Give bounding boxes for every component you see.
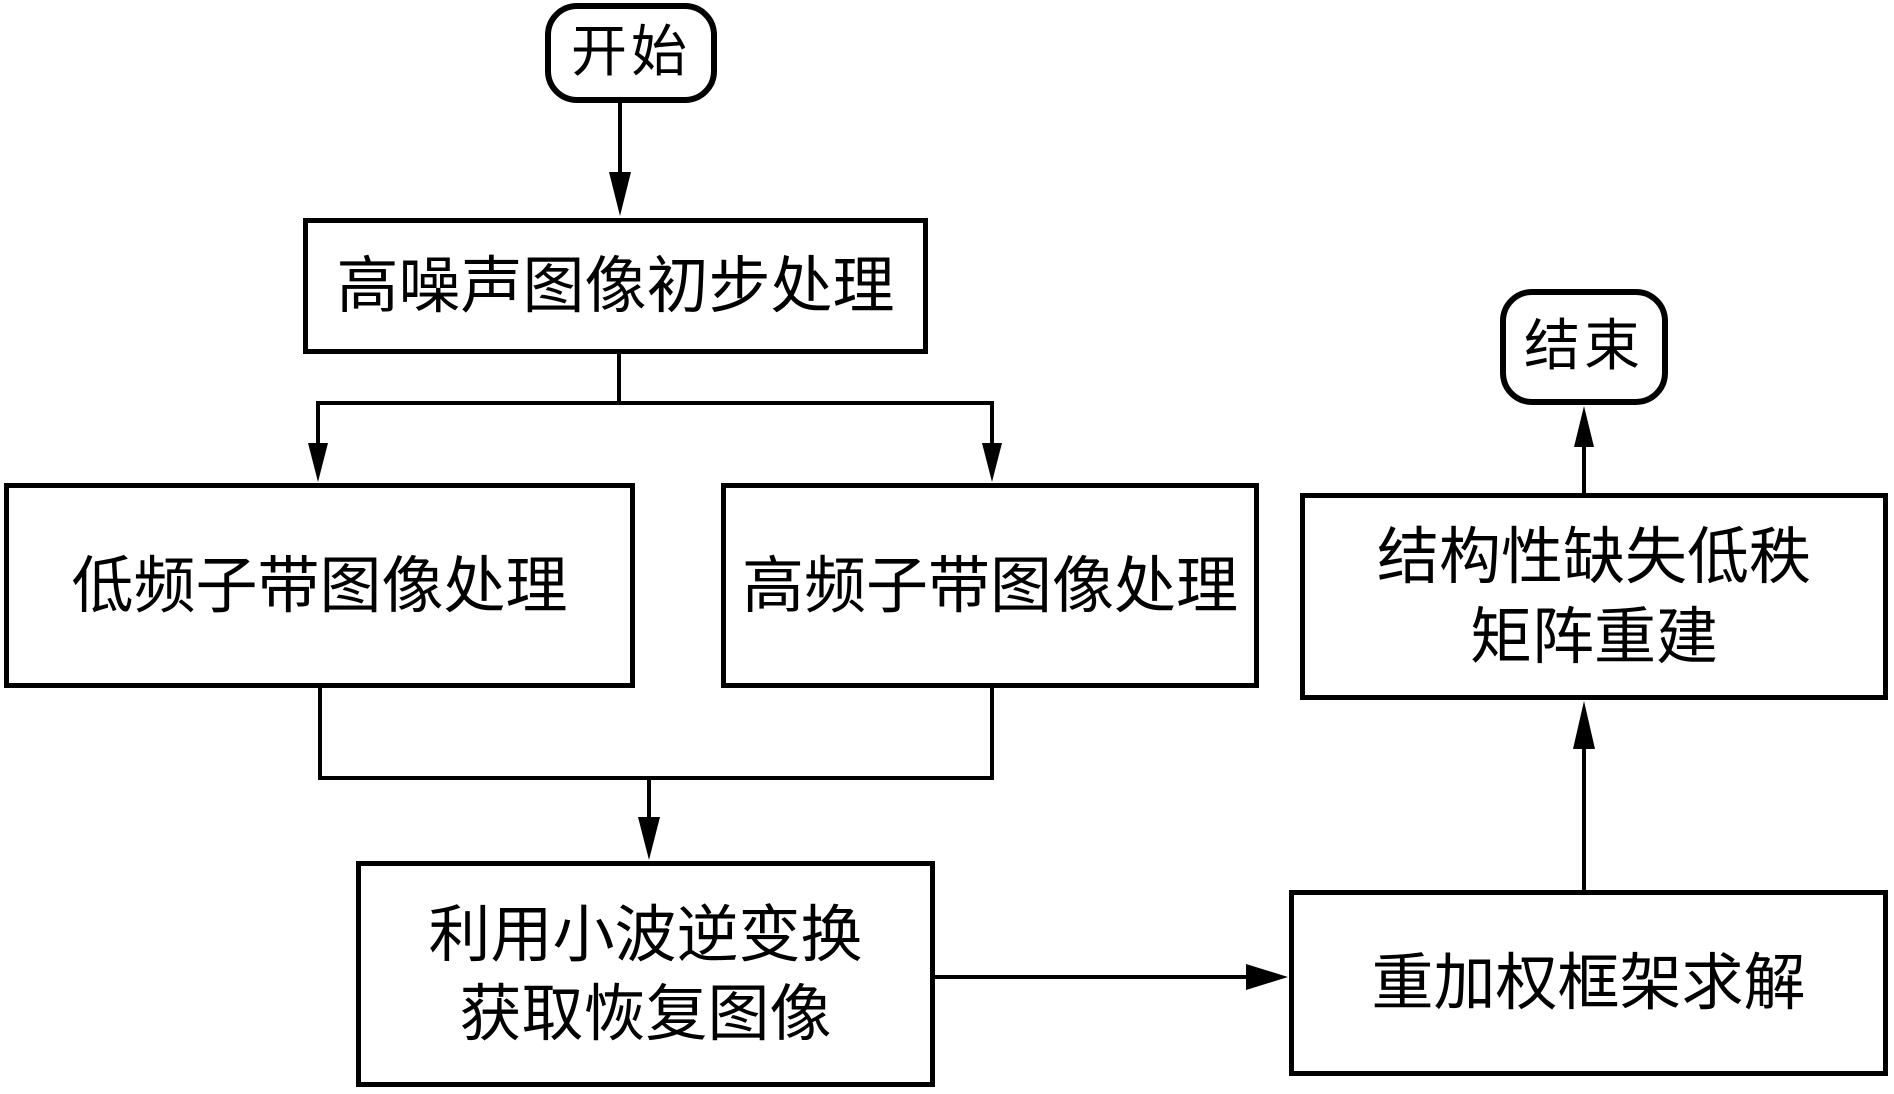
start-node-label: 开始: [571, 20, 691, 86]
end-node-label: 结束: [1524, 314, 1644, 380]
inverse-wavelet-node: 利用小波逆变换 获取恢复图像: [356, 861, 935, 1087]
low-freq-node: 低频子带图像处理: [4, 483, 635, 688]
high-freq-node-label: 高频子带图像处理: [741, 548, 1238, 622]
inverse-wavelet-node-line2: 获取恢复图像: [459, 977, 832, 1050]
start-node: 开始: [545, 3, 717, 103]
inverse-wavelet-node-line1: 利用小波逆变换: [428, 897, 863, 971]
preprocess-node-label: 高噪声图像初步处理: [336, 249, 895, 323]
high-freq-node: 高频子带图像处理: [721, 483, 1259, 688]
low-rank-node-line2: 矩阵重建: [1469, 599, 1718, 673]
low-freq-node-label: 低频子带图像处理: [71, 548, 568, 622]
arrow-branch-to-lowfreq: [308, 401, 328, 482]
connector-preprocess-branch: [316, 353, 994, 405]
arrow-lowrank-to-end: [1574, 406, 1594, 495]
connector-merge: [318, 686, 994, 780]
arrow-merge-to-wavelet: [638, 778, 660, 860]
reweighted-node: 重加权框架求解: [1289, 890, 1888, 1076]
end-node: 结束: [1500, 289, 1668, 405]
arrow-start-to-preprocess: [609, 103, 631, 216]
preprocess-node: 高噪声图像初步处理: [303, 218, 928, 354]
low-rank-node: 结构性缺失低秩 矩阵重建: [1300, 493, 1888, 700]
arrow-wavelet-to-reweighted: [933, 964, 1288, 990]
reweighted-node-label: 重加权框架求解: [1371, 946, 1806, 1020]
low-rank-node-line1: 结构性缺失低秩: [1376, 520, 1811, 594]
arrow-reweighted-to-lowrank: [1573, 701, 1595, 892]
arrow-branch-to-highfreq: [982, 401, 1002, 482]
